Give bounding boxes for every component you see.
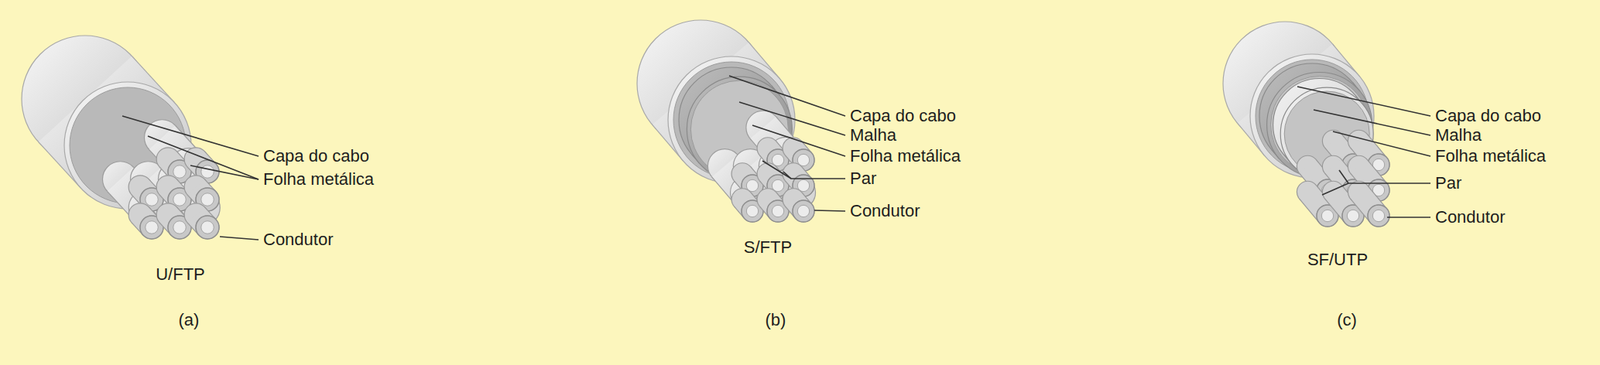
part-label: Folha metálica	[263, 170, 374, 189]
cable-part	[201, 193, 215, 207]
leader-line	[147, 136, 259, 180]
leader-line	[1297, 86, 1431, 117]
leader-line	[1332, 131, 1431, 157]
cable-type-label: U/FTP	[155, 265, 206, 285]
cable-part	[1299, 198, 1320, 223]
part-label: Condutor	[849, 202, 921, 221]
part-label: Par	[849, 169, 877, 189]
part-label: Condutor	[263, 230, 334, 250]
cable-part	[145, 221, 159, 235]
cable-part	[792, 200, 815, 223]
leader-line	[762, 161, 846, 179]
cable-drawing	[637, 20, 816, 223]
part-label: Capa do cabo	[263, 147, 370, 166]
part-label: Malha	[849, 126, 897, 145]
figure-letter: (c)	[1336, 311, 1357, 330]
cable-part	[1325, 198, 1346, 223]
cable-drawing	[1223, 21, 1390, 227]
cable-part	[1321, 209, 1333, 222]
cable-part	[1372, 209, 1385, 222]
cable-part	[173, 193, 187, 207]
part-label: Malha	[1435, 126, 1482, 145]
cable-part	[195, 215, 220, 240]
part-label: Folha metálica	[1435, 147, 1546, 166]
leader-line	[190, 165, 259, 180]
leader-line	[783, 171, 792, 179]
cable-part	[797, 205, 809, 217]
leader-line	[739, 102, 846, 136]
leader-line	[122, 116, 259, 157]
cable-part	[771, 205, 784, 217]
cable-part	[746, 205, 758, 217]
cable-part	[792, 200, 815, 223]
leader-line	[752, 125, 846, 157]
cable-part	[173, 221, 187, 235]
leader-line	[219, 236, 259, 240]
leader-line	[1322, 183, 1431, 196]
cable-part	[201, 221, 215, 235]
leader-line	[1339, 170, 1349, 184]
leader-line	[814, 210, 846, 212]
leader-line	[1387, 216, 1431, 219]
cable-type-label: SF/UTP	[1307, 250, 1368, 270]
cable-part	[1250, 54, 1374, 179]
part-label: Condutor	[1435, 208, 1506, 227]
leader-line	[1313, 109, 1431, 136]
cable-part	[195, 215, 220, 240]
cable-part	[1346, 209, 1359, 222]
part-label: Folha metálica	[849, 147, 961, 166]
figure-letter: (b)	[765, 311, 787, 330]
cable-part	[201, 165, 215, 179]
cable-part	[145, 193, 159, 207]
figure-letter: (a)	[178, 311, 200, 330]
part-label: Capa do cabo	[1435, 106, 1542, 126]
cable-type-label: S/FTP	[743, 238, 792, 257]
part-label: Par	[1435, 174, 1462, 193]
cable-part	[1350, 198, 1371, 223]
part-label: Capa do cabo	[849, 106, 956, 126]
cable-part	[1367, 205, 1390, 227]
leader-line	[729, 75, 846, 117]
cable-drawing	[21, 35, 220, 240]
cable-part	[173, 165, 187, 179]
cable-part	[1367, 205, 1390, 227]
